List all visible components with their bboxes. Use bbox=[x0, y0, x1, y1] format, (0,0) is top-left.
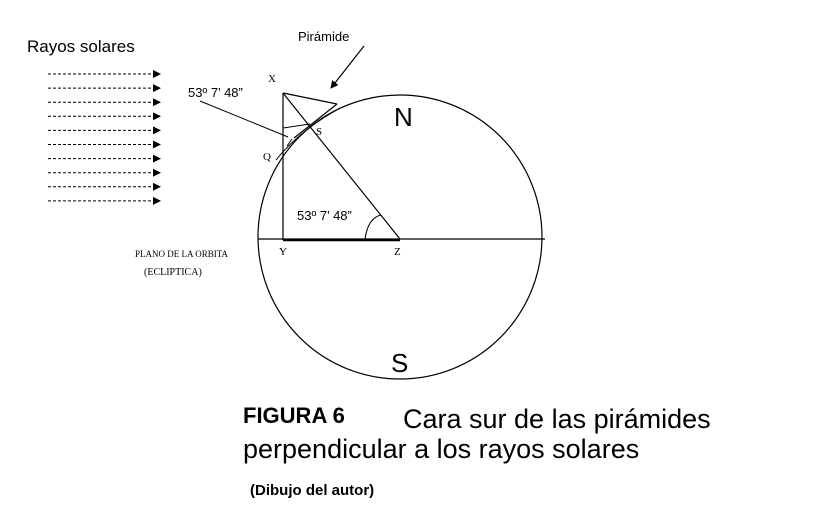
pyramid-base-tick bbox=[282, 123, 311, 129]
pyramid-label: Pirámide bbox=[298, 29, 349, 44]
caption-line-1: Cara sur de las pirámides bbox=[403, 404, 711, 434]
pyramid-arrow bbox=[330, 45, 365, 89]
rays-label: Rayos solares bbox=[27, 37, 135, 56]
south-label: S bbox=[391, 348, 408, 378]
point-x-label: X bbox=[268, 73, 276, 85]
pyramid-face bbox=[293, 103, 338, 139]
orbit-plane-label: PLANO DE LA ORBITA bbox=[135, 249, 229, 259]
point-s-label: S bbox=[316, 126, 322, 138]
angle-arc-z bbox=[364, 214, 382, 240]
figure-number: FIGURA 6 bbox=[243, 403, 345, 428]
surface-arc bbox=[275, 107, 341, 161]
ecliptic-label: (ECLIPTICA) bbox=[144, 267, 202, 278]
author-credit: (Dibujo del autor) bbox=[250, 482, 375, 499]
solar-rays bbox=[48, 70, 161, 205]
point-q-label: Q bbox=[263, 151, 271, 163]
earth-circle bbox=[257, 94, 543, 380]
caption-line-2: perpendicular a los rayos solares bbox=[243, 434, 640, 464]
point-z-label: Z bbox=[394, 246, 401, 258]
angle-label-top: 53º 7’ 48” bbox=[188, 85, 243, 100]
point-y-label: Y bbox=[279, 246, 287, 258]
angle-pointer bbox=[199, 100, 289, 138]
angle-label-center: 53º 7’ 48” bbox=[297, 208, 352, 223]
pyramid-top-edge bbox=[282, 92, 338, 105]
north-label: N bbox=[394, 102, 413, 132]
angle-mark-top bbox=[286, 138, 293, 147]
